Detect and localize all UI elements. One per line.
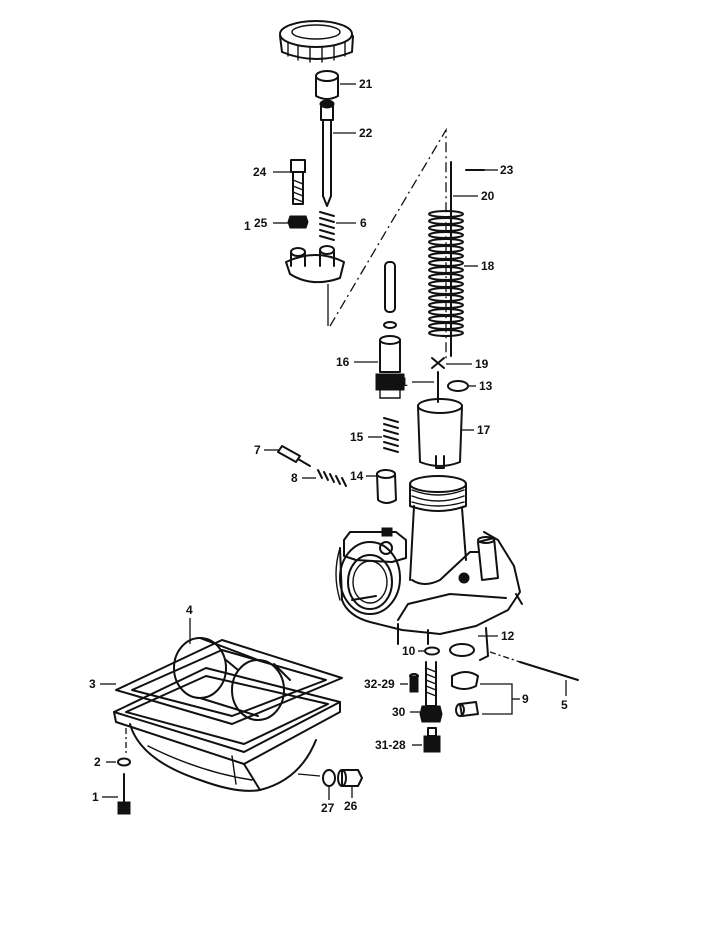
callout-13: 13 (479, 379, 493, 393)
callout-7: 7 (254, 443, 261, 457)
part-27-washer (322, 769, 336, 800)
part-17-throttle-slide (417, 398, 474, 469)
part-24-screw (273, 159, 306, 205)
callout-23: 23 (500, 163, 514, 177)
part-14-fitting (366, 469, 397, 504)
cable-adjuster-base-plate (285, 245, 345, 326)
part-9-needle-valve (449, 643, 520, 717)
spring-coil (428, 231, 464, 239)
part-32-29-pilot-jet (400, 673, 419, 693)
callout-18: 18 (481, 259, 495, 273)
callout-9: 9 (522, 692, 529, 706)
callout-8: 8 (291, 471, 298, 485)
spring-coil (428, 252, 464, 260)
callout-12: 12 (501, 629, 515, 643)
part-22-plunger-rod (319, 99, 356, 207)
callout-1: 1 (92, 790, 99, 804)
callout-6: 6 (360, 216, 367, 230)
callout-17: 17 (477, 423, 491, 437)
part-7-screw (264, 445, 311, 467)
part-19-clip (431, 357, 472, 369)
top-cap-nut (279, 20, 354, 63)
part-3-gasket (100, 639, 343, 725)
part-6-spring (319, 211, 356, 241)
callout-19: 19 (475, 357, 489, 371)
callout-3: 3 (89, 677, 96, 691)
callout-25: 25 (254, 216, 268, 230)
part-4-float (173, 618, 291, 721)
callout-5: 5 (561, 698, 568, 712)
callout-24: 24 (253, 165, 267, 179)
part-5-pin (489, 651, 579, 696)
callout-2: 2 (94, 755, 101, 769)
part-1-screw (102, 773, 131, 815)
callout-21: 21 (359, 77, 373, 91)
part-21-cap (315, 70, 356, 100)
part-13-washer (447, 380, 476, 392)
part-31-28-main-jet (412, 727, 441, 753)
part-30-jet-holder (410, 661, 443, 723)
part-11-needle-tip (412, 371, 439, 403)
spring-coil (428, 217, 464, 225)
callout-4: 4 (186, 603, 193, 617)
float-bowl (113, 667, 341, 792)
part-8-spring (302, 469, 347, 487)
part-16-choke-plunger (354, 261, 405, 399)
callout-22: 22 (359, 126, 373, 140)
callout-16: 16 (336, 355, 350, 369)
callout-15: 15 (350, 430, 364, 444)
part-25-nut (273, 215, 309, 229)
part-18-spring (428, 210, 464, 337)
callout-26: 26 (344, 799, 358, 813)
spring-coil (428, 238, 464, 246)
callout-20: 20 (481, 189, 495, 203)
callout-31-28: 31-28 (375, 738, 406, 752)
callout-11: 11 (395, 375, 408, 389)
callout-25-prefix: 1 (244, 219, 251, 233)
callout-27: 27 (321, 801, 335, 815)
spring-coil (428, 315, 464, 323)
part-15-spring (368, 417, 399, 453)
part-10-washer (418, 646, 440, 656)
callout-14: 14 (350, 469, 364, 483)
callout-32-29: 32-29 (364, 677, 395, 691)
callout-30: 30 (392, 705, 406, 719)
spring-coil (428, 210, 464, 218)
callout-10: 10 (402, 644, 416, 658)
carburetor-body (335, 475, 523, 661)
part-2-washer (106, 757, 131, 767)
spring-coil (428, 329, 464, 337)
part-26-drain-plug (337, 769, 363, 798)
